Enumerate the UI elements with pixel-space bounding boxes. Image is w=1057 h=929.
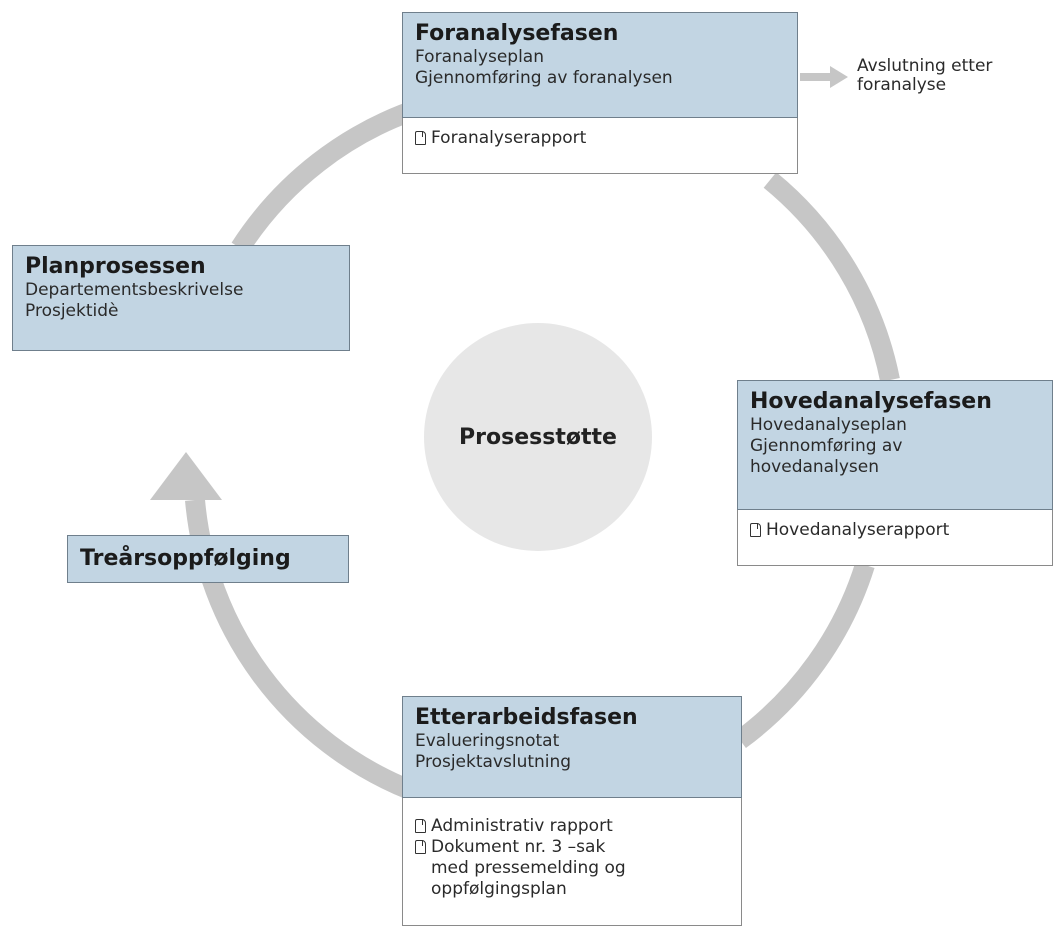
- phase-line: Prosjektidè: [25, 301, 119, 321]
- document-item: Foranalyserapport: [415, 128, 787, 149]
- exit-arrow-head: [830, 66, 848, 88]
- center-label: Prosesstøtte: [459, 425, 617, 450]
- document-item: Dokument nr. 3 –sak med pressemelding og…: [415, 837, 731, 900]
- phase-foranalyse: Foranalysefasen Foranalyseplan Gjennomfø…: [402, 12, 798, 174]
- document-icon: [750, 523, 761, 537]
- document-item: Hovedanalyserapport: [750, 520, 1042, 541]
- phase-line: Hovedanalyseplan: [750, 415, 907, 435]
- phase-line: Departementsbeskrivelse: [25, 280, 244, 300]
- phase-title: Hovedanalysefasen: [750, 389, 992, 414]
- phase-hovedanalyse-docs: Hovedanalyserapport: [737, 510, 1053, 566]
- document-label: Dokument nr. 3 –sak med pressemelding og…: [431, 837, 626, 900]
- phase-hovedanalyse: Hovedanalysefasen Hovedanalyseplan Gjenn…: [737, 380, 1053, 566]
- phase-line: hovedanalysen: [750, 457, 879, 477]
- document-label: Administrativ rapport: [431, 816, 613, 836]
- phase-etterarbeid-docs: Administrativ rapport Dokument nr. 3 –sa…: [402, 798, 742, 926]
- phase-plan-header: Planprosessen Departementsbeskrivelse Pr…: [12, 245, 350, 351]
- ring-arc-right-lower: [734, 562, 875, 749]
- document-label-line: med pressemelding og: [431, 858, 626, 878]
- phase-foranalyse-header: Foranalysefasen Foranalyseplan Gjennomfø…: [402, 12, 798, 118]
- exit-label-line: foranalyse: [857, 75, 947, 95]
- document-label-line: Dokument nr. 3 –sak: [431, 837, 606, 857]
- document-item: Administrativ rapport: [415, 816, 731, 837]
- phase-plan: Planprosessen Departementsbeskrivelse Pr…: [12, 245, 350, 351]
- phase-line: Gjennomføring av foranalysen: [415, 68, 673, 88]
- phase-title: Etterarbeidsfasen: [415, 705, 638, 730]
- document-label-line: oppfølgingsplan: [431, 879, 567, 899]
- phase-line: Foranalyseplan: [415, 47, 544, 67]
- exit-label: Avslutning etter foranalyse: [857, 57, 1052, 95]
- phase-hovedanalyse-header: Hovedanalysefasen Hovedanalyseplan Gjenn…: [737, 380, 1053, 510]
- phase-title: Foranalysefasen: [415, 21, 619, 46]
- phase-title: Treårsoppfølging: [80, 546, 291, 571]
- phase-title: Planprosessen: [25, 254, 206, 279]
- document-label: Hovedanalyserapport: [766, 520, 950, 540]
- ring-arc-right-upper: [763, 172, 900, 382]
- phase-etterarbeid: Etterarbeidsfasen Evalueringsnotat Prosj…: [402, 696, 742, 926]
- cycle-arrow-head: [150, 452, 222, 500]
- phase-line: Evalueringsnotat: [415, 731, 560, 751]
- phase-etterarbeid-header: Etterarbeidsfasen Evalueringsnotat Prosj…: [402, 696, 742, 798]
- phase-line: Prosjektavslutning: [415, 752, 572, 772]
- exit-label-line: Avslutning etter: [857, 56, 993, 76]
- ring-arc-top-left: [231, 98, 424, 254]
- center-circle: [424, 323, 652, 551]
- document-icon: [415, 819, 426, 833]
- phase-treaar: Treårsoppfølging: [67, 535, 349, 583]
- document-label: Foranalyserapport: [431, 128, 587, 148]
- document-icon: [415, 840, 426, 854]
- document-icon: [415, 131, 426, 145]
- phase-foranalyse-docs: Foranalyserapport: [402, 118, 798, 174]
- phase-line: Gjennomføring av: [750, 436, 903, 456]
